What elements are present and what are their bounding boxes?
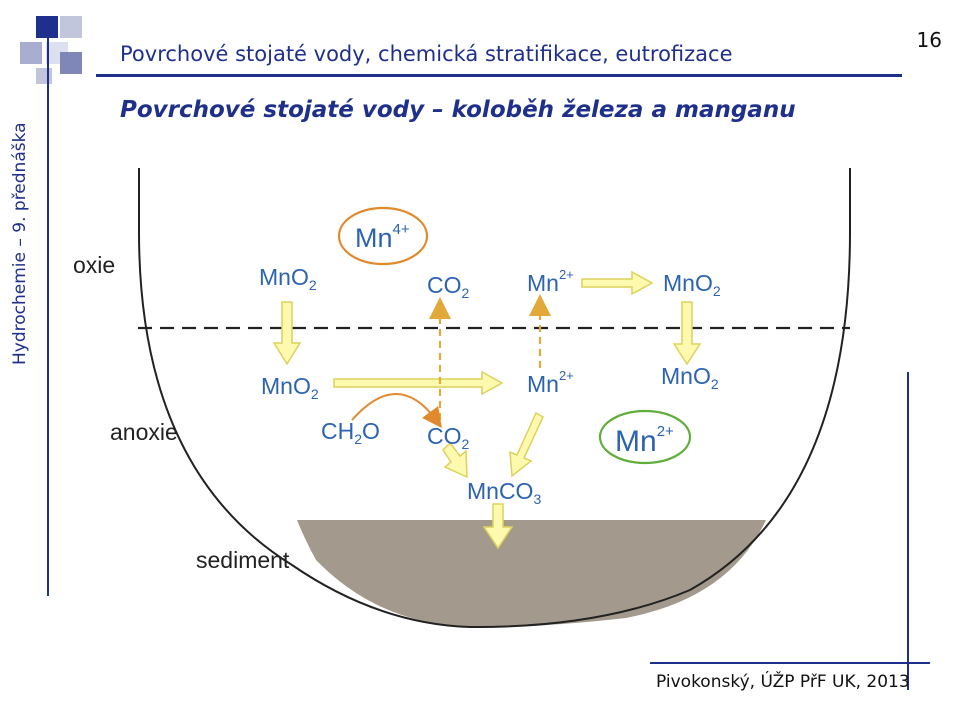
decor-square-5 xyxy=(60,52,82,74)
species-mn2-anoxic: Mn2+ xyxy=(527,368,574,397)
species-mnco3: MnCO3 xyxy=(467,478,541,507)
arrow-mno2-sinking-left xyxy=(272,301,302,366)
footer-vertical-line xyxy=(907,372,909,690)
species-co2-anoxic: CO2 xyxy=(427,423,470,452)
arrow-organic-oxidation xyxy=(351,393,442,429)
page-number: 16 xyxy=(916,28,942,52)
species-mno2-oxic-right: MnO2 xyxy=(663,270,721,299)
slide-subtitle: Povrchové stojaté vody – koloběh železa … xyxy=(120,97,796,123)
species-mn2-oxic: Mn2+ xyxy=(527,267,574,296)
footer-credit: Pivokonský, ÚŽP PřF UK, 2013 xyxy=(656,672,910,692)
arrow-carbonate-sedimentation xyxy=(482,503,514,550)
species-mn2-dissolved: Mn2+ xyxy=(615,423,674,458)
species-mno2-anoxic-right: MnO2 xyxy=(661,363,719,392)
title-underline xyxy=(96,74,902,77)
arrow-mno2-reduction xyxy=(333,370,504,396)
decor-square-1 xyxy=(36,16,58,38)
zone-label-oxic: oxie xyxy=(73,252,115,278)
arrow-mno2-sinking-right xyxy=(672,301,702,366)
arrow-mn2-to-carbonate xyxy=(509,411,544,478)
species-mno2-oxic-left: MnO2 xyxy=(259,264,317,293)
footer-rule xyxy=(650,662,930,664)
decor-square-2 xyxy=(60,16,82,38)
decor-square-3 xyxy=(20,42,42,64)
zone-label-anoxic: anoxie xyxy=(110,419,178,445)
slide-title: Povrchové stojaté vody, chemická stratif… xyxy=(120,42,733,66)
left-vertical-line xyxy=(47,36,49,596)
arrow-mn2-oxidation xyxy=(581,270,654,296)
arrow-co2-to-carbonate xyxy=(442,441,468,479)
zone-label-sediment: sediment xyxy=(196,547,290,573)
water-body-outline xyxy=(138,168,851,629)
species-ch2o: CH2O xyxy=(321,418,380,447)
mn2-ring xyxy=(598,409,692,465)
species-co2-oxic: CO2 xyxy=(427,272,470,301)
mn4-ring xyxy=(337,206,429,266)
sediment-layer xyxy=(297,520,766,628)
species-mno2-anoxic-left: MnO2 xyxy=(261,373,319,402)
species-mn4: Mn4+ xyxy=(355,221,410,253)
